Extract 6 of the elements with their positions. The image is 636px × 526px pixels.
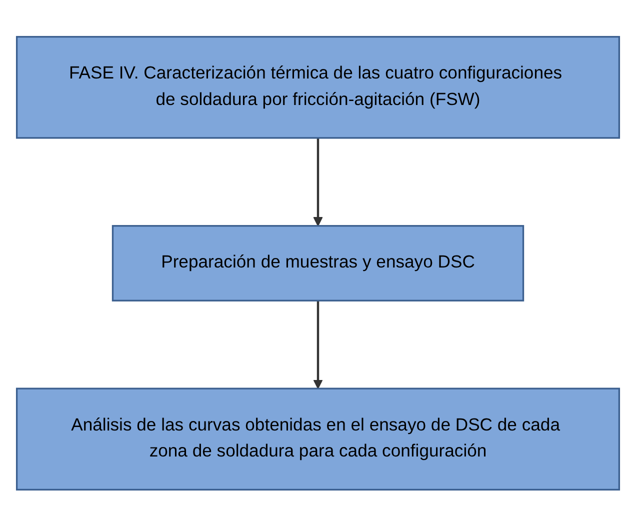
node-box xyxy=(112,224,524,302)
node-box xyxy=(16,36,620,138)
node-box xyxy=(16,387,620,490)
flowchart-drawing: FASE IV. Caracterización térmica de las cuatro configuraciones de soldadura por fricción-agitación (FSW) Preparación de muestras y ensayo DSC Análisis de las curvas obtenidas en el ensayo de DSC de cada zona de soldadura para cada configuración xyxy=(8,28,628,498)
arrow xyxy=(313,300,323,389)
arrow xyxy=(313,138,323,226)
